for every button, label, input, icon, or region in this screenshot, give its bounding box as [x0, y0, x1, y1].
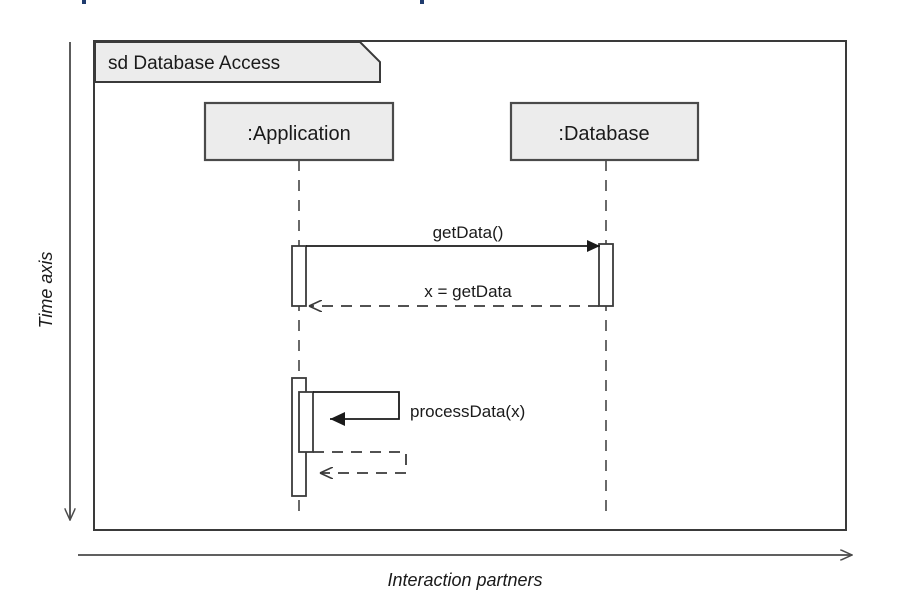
- message-process-data-arrow: [313, 391, 400, 426]
- interaction-frame: sd Database Access: [93, 40, 847, 531]
- lifeline-application[interactable]: :Application: [203, 101, 395, 520]
- activation-bar-application-1[interactable]: [291, 245, 307, 307]
- frame-label: sd Database Access: [108, 53, 280, 74]
- message-return-x[interactable]: x = getData: [309, 282, 599, 306]
- message-get-data-label: getData(): [433, 223, 504, 242]
- cutoff-heading-fragment-right: [420, 0, 424, 4]
- message-get-data[interactable]: getData(): [306, 223, 600, 252]
- time-axis-label: Time axis: [36, 252, 56, 329]
- message-process-data-label: processData(x): [410, 402, 525, 421]
- message-self-return-arrow: [313, 451, 407, 473]
- message-return-x-label: x = getData: [424, 282, 512, 301]
- lifeline-database-label: :Database: [558, 123, 649, 145]
- lifeline-application-label: :Application: [247, 123, 350, 145]
- partners-axis-label: Interaction partners: [387, 570, 542, 590]
- message-process-data[interactable]: processData(x): [313, 391, 525, 426]
- lifeline-database-head[interactable]: [509, 101, 700, 162]
- message-self-return[interactable]: [313, 451, 407, 473]
- lifeline-database[interactable]: :Database: [509, 101, 700, 520]
- activation-bar-application-2-inner[interactable]: [298, 391, 314, 453]
- lifeline-application-head[interactable]: [203, 101, 395, 162]
- activation-bar-database-1[interactable]: [598, 243, 614, 307]
- frame-name-tag: [94, 41, 381, 83]
- cutoff-heading-fragment-left: [82, 0, 86, 4]
- interaction-partners-axis: Interaction partners: [78, 555, 852, 590]
- time-axis: Time axis: [36, 42, 70, 520]
